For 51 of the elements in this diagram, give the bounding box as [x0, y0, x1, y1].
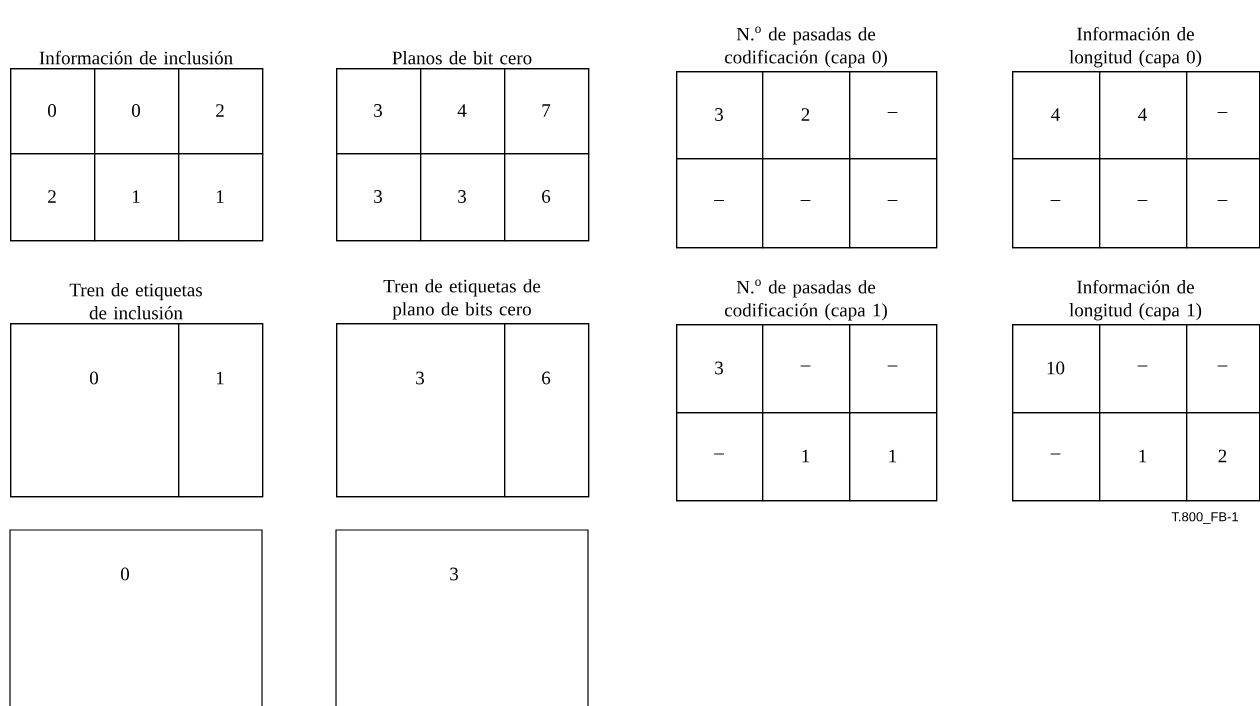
table-cell: 4 — [420, 68, 506, 155]
table-cell: 6 — [504, 153, 590, 242]
table-cell: 3 — [420, 153, 506, 242]
table-title: N.$^{o}$ de pasadas de codificación (capa 1) — [724, 279, 887, 321]
table-cell: 2 — [10, 153, 96, 242]
table-cell: 1 — [762, 412, 851, 502]
table-cell: – — [1186, 158, 1260, 249]
table-cell: 10 — [1012, 324, 1101, 414]
table-cell: 3 — [336, 68, 422, 155]
table-cell: 3 — [676, 324, 764, 414]
table-cell: 1 — [849, 412, 938, 502]
table-cell: 1 — [94, 153, 180, 242]
table-cell: – — [762, 158, 851, 249]
table-cell: 2 — [1186, 412, 1260, 502]
table-title: Información de longitud (capa 0) — [1069, 26, 1202, 68]
table-cell: – — [1186, 71, 1260, 160]
table-cell: 7 — [504, 68, 590, 155]
table-cell: – — [849, 324, 938, 414]
table-cell: – — [762, 324, 851, 414]
open-box: 3 — [335, 529, 589, 706]
table-title: N.$^{o}$ de pasadas de codificación (capa 0) — [724, 26, 887, 68]
table-cell: 3 — [676, 71, 764, 160]
table-cell: 4 — [1099, 71, 1188, 160]
table-cell: – — [676, 412, 764, 502]
table-cell: – — [1012, 158, 1101, 249]
table-cell: 3 — [336, 153, 422, 242]
table-cell: 1 — [178, 153, 264, 242]
table-cell: 2 — [762, 71, 851, 160]
table-cell: 0 — [10, 68, 96, 155]
table-cell: 0 — [94, 68, 180, 155]
table-cell: – — [1099, 324, 1188, 414]
table-title: Información de inclusión — [39, 50, 233, 65]
table-cell: 6 — [504, 323, 590, 498]
table-cell: 1 — [178, 323, 264, 498]
table-cell: – — [1186, 324, 1260, 414]
table-title: Información de longitud (capa 1) — [1069, 279, 1202, 321]
table-title: Planos de bit cero — [392, 51, 532, 65]
table-cell: – — [1012, 412, 1101, 502]
table-cell: 3 — [336, 323, 506, 498]
figure-code: T.800_FB-1 — [1171, 512, 1238, 524]
open-box: 0 — [9, 529, 263, 706]
table-cell: 0 — [10, 323, 180, 498]
table-cell: 1 — [1099, 412, 1188, 502]
table-cell: 4 — [1012, 71, 1101, 160]
table-cell: – — [676, 158, 764, 249]
table-cell: – — [849, 158, 938, 249]
table-title: Tren de etiquetas de inclusión — [69, 283, 202, 320]
table-cell: – — [1099, 158, 1188, 249]
table-title: Tren de etiquetas de plano de bits cero — [383, 279, 541, 320]
table-cell: – — [849, 71, 938, 160]
table-cell: 2 — [178, 68, 264, 155]
